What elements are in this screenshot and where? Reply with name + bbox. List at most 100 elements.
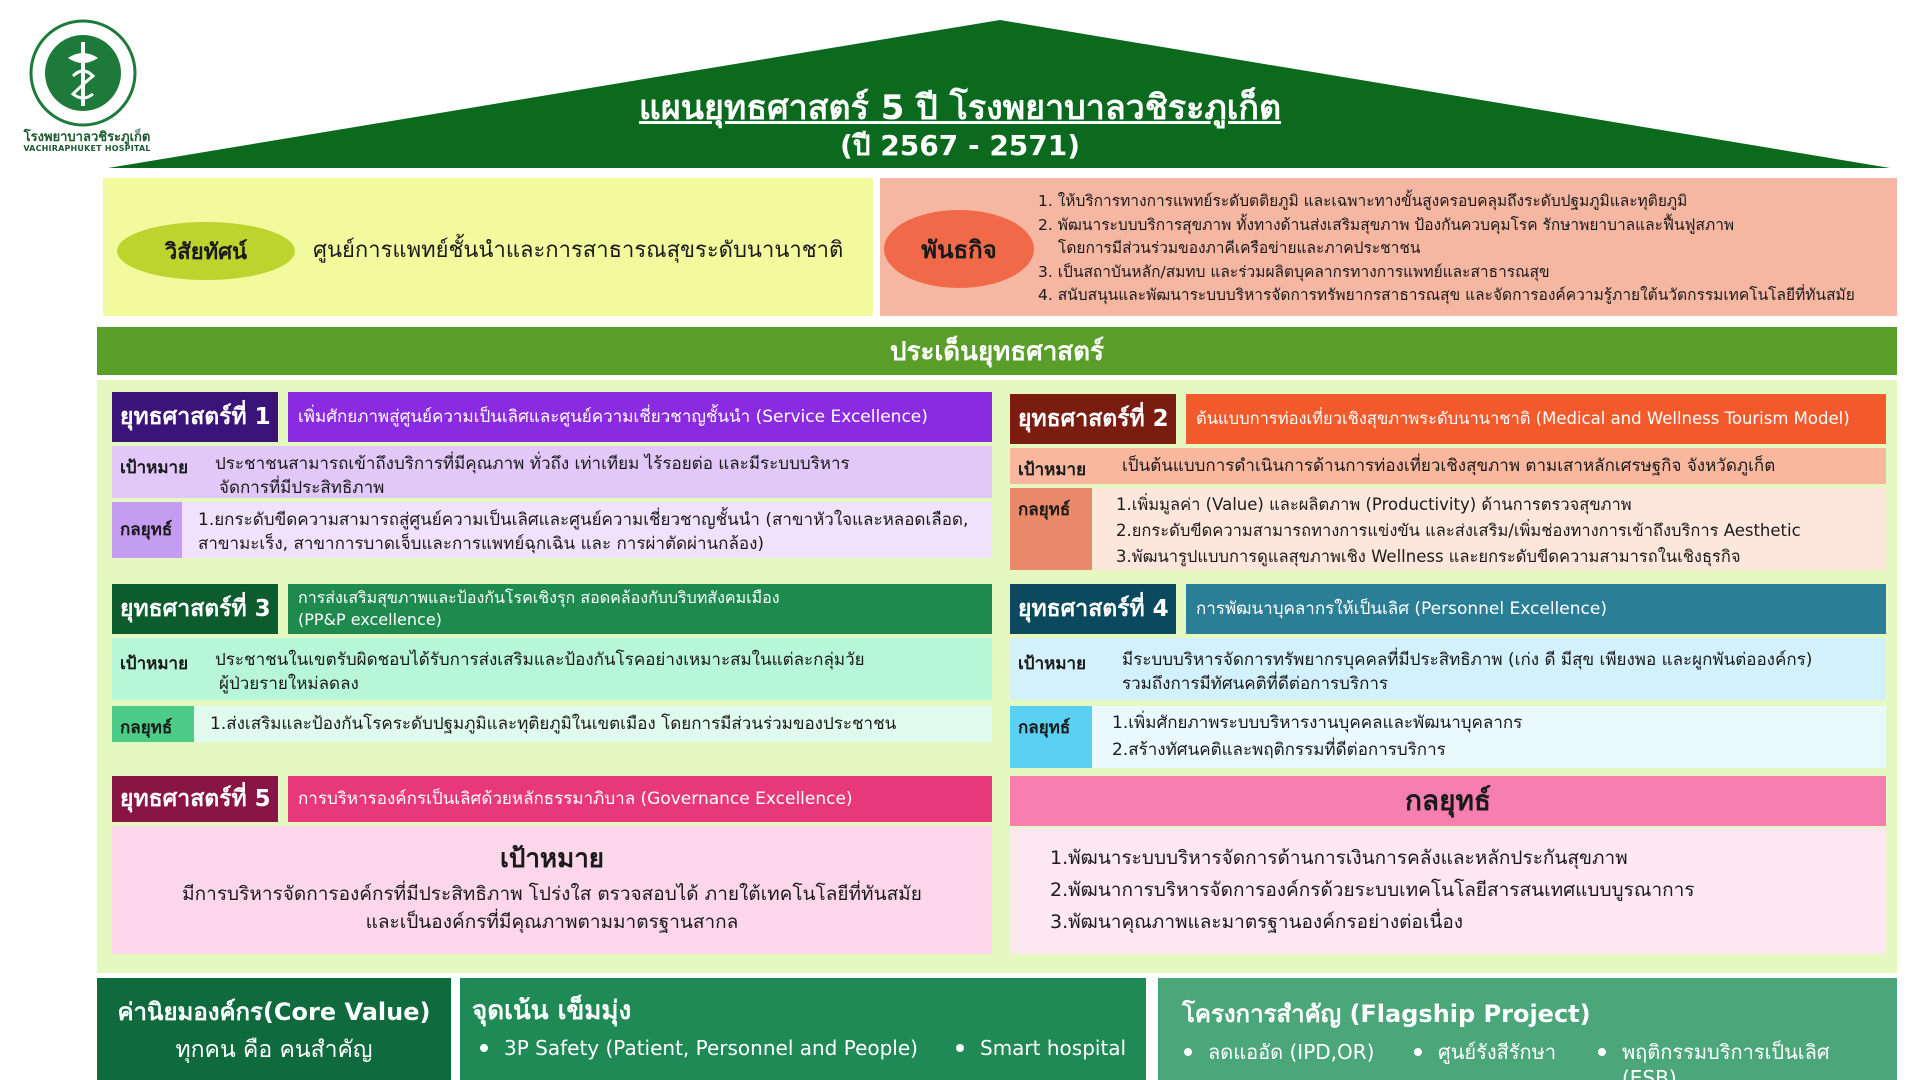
strategy-line: 2.พัฒนาการบริหารจัดการองค์กรด้วยระบบเทคโ… (1050, 879, 1695, 901)
focus-box: จุดเน้น เข็มมุ่ง 3P Safety (Patient, Per… (460, 978, 1146, 1080)
vision-box: วิสัยทัศน์ ศูนย์การแพทย์ชั้นนำและการสาธา… (103, 178, 873, 316)
mission-item: 3. เป็นสถาบันหลัก/สมทบ และร่วมผลิตบุคลาก… (1038, 262, 1550, 281)
strategy-line: 2.สร้างทัศนคติและพฤติกรรมที่ดีต่อการบริก… (1112, 740, 1446, 760)
strategy-line: 1.เพิ่มศักยภาพระบบบริหารงานบุคคลและพัฒนา… (1112, 713, 1523, 733)
flagship-box: โครงการสำคัญ (Flagship Project) ลดแออัด … (1158, 978, 1897, 1080)
strategy-4-strategy: 1.เพิ่มศักยภาพระบบบริหารงานบุคคลและพัฒนา… (1092, 706, 1522, 768)
flagship-item-label: ลดแออัด (IPD,OR) (1208, 1040, 1375, 1064)
goal-label: เป้าหมาย (120, 654, 189, 674)
strategy-1-badge: ยุทธศาสตร์ที่ 1 (112, 392, 278, 442)
page-title: แผนยุทธศาสตร์ 5 ปี โรงพยาบาลวชิระภูเก็ต (638, 88, 1282, 128)
strategy-3-title-line: (PP&P excellence) (298, 610, 442, 629)
strategy-5-badge: ยุทธศาสตร์ที่ 5 (112, 776, 278, 822)
focus-item: 3P Safety (Patient, Personnel and People… (480, 1036, 918, 1060)
hospital-logo: โรงพยาบาลวชิระภูเก็ต VACHIRAPHUKET HOSPI… (22, 18, 152, 164)
core-value-text: ทุกคน คือ คนสำคัญ (175, 1037, 373, 1063)
strategy-2: ยุทธศาสตร์ที่ 2 ต้นแบบการท่องเที่ยวเชิงส… (1010, 392, 1886, 574)
strategy-heading: กลยุทธ์ (1010, 776, 1886, 826)
focus-item-label: 3P Safety (Patient, Personnel and People… (504, 1036, 918, 1060)
goal-line: ประชาชนในเขตรับผิดชอบได้รับการส่งเสริมแล… (215, 650, 865, 670)
strategy-3-strategy: 1.ส่งเสริมและป้องกันโรคระดับปฐมภูมิและทุ… (210, 714, 897, 734)
flagship-item-cont: (ESB) (1622, 1066, 1677, 1080)
bullet-icon (956, 1044, 964, 1052)
logo-caption-th: โรงพยาบาลวชิระภูเก็ต (23, 130, 151, 145)
goal-label: เป้าหมาย (1018, 654, 1087, 674)
core-value-box: ค่านิยมองค์กร(Core Value) ทุกคน คือ คนสำ… (97, 978, 451, 1080)
flagship-item: ลดแออัด (IPD,OR) (1184, 1036, 1374, 1068)
strategy-1-goal: ประชาชนสามารถเข้าถึงบริการที่มีคุณภาพ ทั… (215, 446, 850, 498)
goal-line: รวมถึงการมีทัศนคติที่ดีต่อการบริการ (1122, 674, 1389, 694)
strategy-3-goal: ประชาชนในเขตรับผิดชอบได้รับการส่งเสริมแล… (215, 638, 865, 700)
header-roof (108, 20, 1890, 168)
focus-item: Smart hospital (956, 1036, 1126, 1060)
goal-label: เป้าหมาย (120, 458, 189, 478)
strategy-4-strategy-row: กลยุทธ์ 1.เพิ่มศักยภาพระบบบริหารงานบุคคล… (1010, 706, 1886, 768)
strategy-2-title: ต้นแบบการท่องเที่ยวเชิงสุขภาพระดับนานาชา… (1186, 394, 1886, 444)
strategy-line: 1.ยกระดับขีดความสามารถสู่ศูนย์ความเป็นเล… (198, 510, 969, 530)
vision-label: วิสัยทัศน์ (117, 222, 295, 280)
flagship-item-label: (ESB) (1622, 1066, 1677, 1080)
strategy-5-title: การบริหารองค์กรเป็นเลิศด้วยหลักธรรมาภิบา… (288, 776, 992, 822)
goal-heading: เป้าหมาย (499, 844, 605, 874)
ministry-seal-icon (29, 19, 137, 127)
mission-label: พันธกิจ (884, 210, 1034, 288)
strategy-5-strategy: 1.พัฒนาระบบบริหารจัดการด้านการเงินการคลั… (1010, 828, 1886, 954)
strategic-issues-banner: ประเด็นยุทธศาสตร์ (97, 327, 1897, 375)
strategy-5: ยุทธศาสตร์ที่ 5 การบริหารองค์กรเป็นเลิศด… (112, 776, 992, 956)
goal-line: มีระบบบริหารจัดการทรัพยากรบุคคลที่มีประส… (1122, 650, 1813, 670)
strategy-5-goal: มีการบริหารจัดการองค์กรที่มีประสิทธิภาพ … (112, 880, 992, 936)
strategy-5-goal-box: เป้าหมาย มีการบริหารจัดการองค์กรที่มีประ… (112, 826, 992, 954)
strategy-4-goal: มีระบบบริหารจัดการทรัพยากรบุคคลที่มีประส… (1122, 638, 1812, 700)
strategy-1-title: เพิ่มศักยภาพสู่ศูนย์ความเป็นเลิศและศูนย์… (288, 392, 992, 442)
strategy-2-strategy-row: กลยุทธ์ 1.เพิ่มมูลค่า (Value) และผลิตภาพ… (1010, 488, 1886, 570)
strategy-line: 1.พัฒนาระบบบริหารจัดการด้านการเงินการคลั… (1050, 847, 1628, 869)
vision-text: ศูนย์การแพทย์ชั้นนำและการสาธารณสุขระดับน… (313, 238, 844, 263)
strategy-2-goal-row: เป้าหมาย เป็นต้นแบบการดำเนินการด้านการท่… (1010, 448, 1886, 484)
strategy-1-goal-row: เป้าหมาย ประชาชนสามารถเข้าถึงบริการที่มี… (112, 446, 992, 498)
flagship-item-label: ศูนย์รังสีรักษา (1438, 1040, 1557, 1064)
strategy-1: ยุทธศาสตร์ที่ 1 เพิ่มศักยภาพสู่ศูนย์ความ… (112, 392, 992, 564)
flagship-title: โครงการสำคัญ (Flagship Project) (1182, 1000, 1591, 1028)
goal-line: ผู้ป่วยรายใหม่ลดลง (219, 674, 359, 694)
flagship-item: ศูนย์รังสีรักษา (1414, 1036, 1556, 1068)
strategy-2-goal: เป็นต้นแบบการดำเนินการด้านการท่องเที่ยวเ… (1122, 456, 1776, 476)
strategy-line: 3.พัฒนาคุณภาพและมาตรฐานองค์กรอย่างต่อเนื… (1050, 911, 1464, 933)
focus-title: จุดเน้น เข็มมุ่ง (472, 996, 632, 1026)
bullet-icon (1414, 1048, 1422, 1056)
strategy-5-strategies: กลยุทธ์ 1.พัฒนาระบบบริหารจัดการด้านการเง… (1010, 776, 1886, 956)
strategy-3-title-line: การส่งเสริมสุขภาพและป้องกันโรคเชิงรุก สอ… (298, 588, 780, 607)
bullet-icon (480, 1044, 488, 1052)
strategy-label: กลยุทธ์ (112, 706, 194, 742)
strategy-3-title: การส่งเสริมสุขภาพและป้องกันโรคเชิงรุก สอ… (288, 584, 992, 634)
strategy-line: 1.เพิ่มมูลค่า (Value) และผลิตภาพ (Produc… (1116, 495, 1632, 514)
goal-line: ประชาชนสามารถเข้าถึงบริการที่มีคุณภาพ ทั… (215, 454, 850, 474)
flagship-item-label: พฤติกรรมบริการเป็นเลิศ (1622, 1040, 1830, 1064)
strategy-label: กลยุทธ์ (1010, 488, 1092, 570)
goal-label: เป้าหมาย (1018, 460, 1087, 480)
strategy-4: ยุทธศาสตร์ที่ 4 การพัฒนาบุคลากรให้เป็นเล… (1010, 584, 1886, 770)
strategy-3: ยุทธศาสตร์ที่ 3 การส่งเสริมสุขภาพและป้อง… (112, 584, 992, 744)
strategy-2-strategy: 1.เพิ่มมูลค่า (Value) และผลิตภาพ (Produc… (1092, 488, 1801, 570)
mission-box: พันธกิจ 1. ให้บริการทางการแพทย์ระดับตติย… (880, 178, 1897, 316)
mission-item: 4. สนับสนุนและพัฒนาระบบบริหารจัดการทรัพย… (1038, 286, 1855, 304)
bullet-icon (1598, 1048, 1606, 1056)
strategy-line: 3.พัฒนารูปแบบการดูแลสุขภาพเชิง Wellness … (1116, 547, 1741, 566)
strategy-2-badge: ยุทธศาสตร์ที่ 2 (1010, 394, 1176, 444)
strategy-1-strategy-row: กลยุทธ์ 1.ยกระดับขีดความสามารถสู่ศูนย์คว… (112, 502, 992, 558)
strategy-1-strategy: 1.ยกระดับขีดความสามารถสู่ศูนย์ความเป็นเล… (182, 502, 968, 558)
logo-caption-en: VACHIRAPHUKET HOSPITAL (23, 144, 151, 153)
strategy-4-badge: ยุทธศาสตร์ที่ 4 (1010, 584, 1176, 634)
core-value-title: ค่านิยมองค์กร(Core Value) (117, 998, 431, 1026)
page-subtitle: (ปี 2567 - 2571) (839, 129, 1081, 162)
strategy-label: กลยุทธ์ (1010, 706, 1092, 768)
strategy-3-badge: ยุทธศาสตร์ที่ 3 (112, 584, 278, 634)
goal-line: และเป็นองค์กรที่มีคุณภาพตามมาตรฐานสากล (365, 911, 739, 933)
mission-list: 1. ให้บริการทางการแพทย์ระดับตติยภูมิ และ… (1038, 190, 1894, 308)
strategy-4-goal-row: เป้าหมาย มีระบบบริหารจัดการทรัพยากรบุคคล… (1010, 638, 1886, 700)
focus-item-label: Smart hospital (980, 1036, 1127, 1060)
goal-line: มีการบริหารจัดการองค์กรที่มีประสิทธิภาพ … (182, 883, 922, 905)
mission-item: 1. ให้บริการทางการแพทย์ระดับตติยภูมิ และ… (1038, 192, 1688, 210)
strategy-3-goal-row: เป้าหมาย ประชาชนในเขตรับผิดชอบได้รับการส… (112, 638, 992, 700)
strategy-line: สาขามะเร็ง, สาขาการบาดเจ็บและการแพทย์ฉุก… (198, 534, 765, 554)
bullet-icon (1184, 1048, 1192, 1056)
